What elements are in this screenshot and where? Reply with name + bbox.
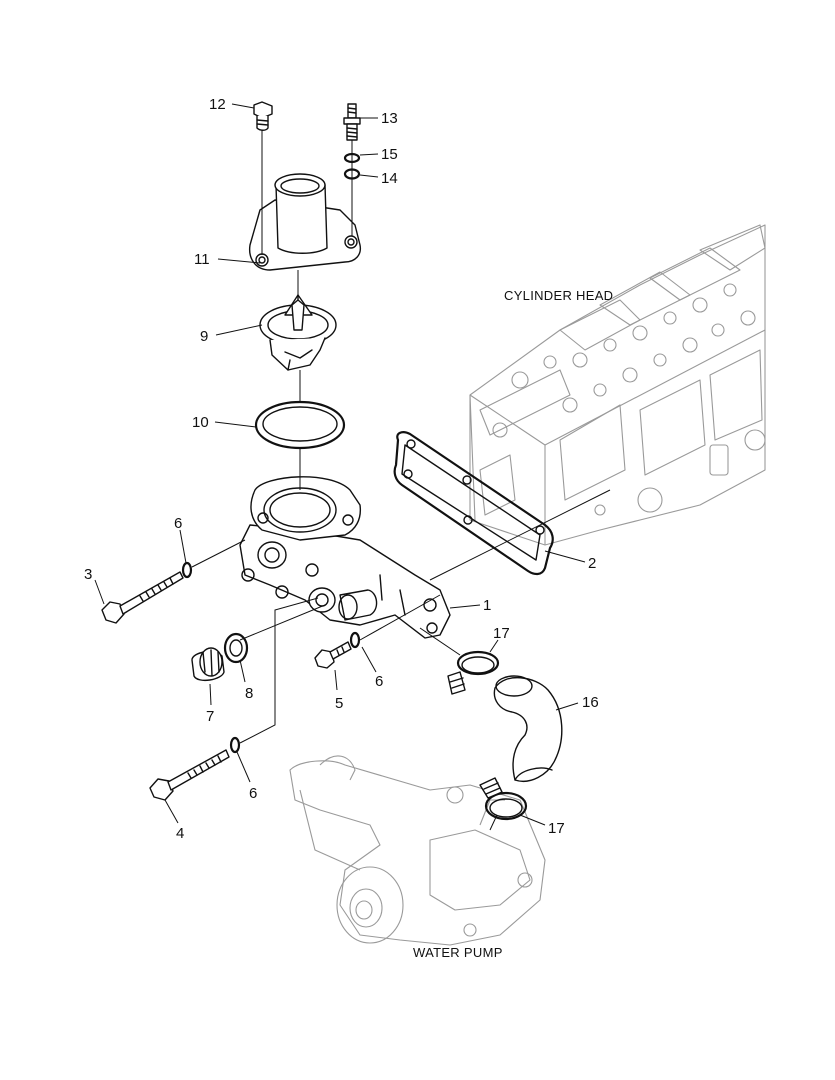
assembly-lines (191, 130, 611, 831)
callout-6-upper: 6 (174, 515, 182, 532)
cylinder-head-drawing (469, 224, 766, 546)
callout-15: 15 (381, 146, 398, 163)
bypass-hose-16-part (493, 675, 563, 782)
bolt-5-part (314, 641, 352, 669)
gasket-part (393, 431, 554, 576)
callout-6-lower: 6 (249, 785, 257, 802)
o-ring-part (254, 400, 346, 450)
callout-numbers: 1 2 3 4 5 6 6 6 7 8 9 10 11 12 13 14 15 … (84, 96, 599, 842)
callout-9: 9 (200, 328, 208, 345)
callout-16: 16 (582, 694, 599, 711)
washer-6-upper-part (181, 561, 193, 579)
callout-14: 14 (381, 170, 398, 187)
callout-2: 2 (588, 555, 596, 572)
callout-17-lower: 17 (548, 820, 565, 837)
thermostat-housing-part (239, 476, 451, 639)
callout-1: 1 (483, 597, 491, 614)
callout-10: 10 (192, 414, 209, 431)
cylinder-head-caption: CYLINDER HEAD (504, 288, 613, 303)
water-outlet-part (248, 173, 362, 271)
washer-6-lower-part (229, 736, 241, 754)
bolt-3-part (101, 571, 184, 624)
callout-leaders (94, 103, 586, 826)
seal-washer-8-part (223, 632, 249, 664)
stud-13-part (343, 103, 361, 141)
callout-3: 3 (84, 566, 92, 583)
bolt-4-part (149, 749, 230, 801)
bolt-12-part (253, 101, 273, 131)
callout-5: 5 (335, 695, 343, 712)
callout-11: 11 (194, 251, 210, 268)
callout-4: 4 (176, 825, 184, 842)
callout-13: 13 (381, 110, 398, 127)
thermostat-part (259, 294, 337, 371)
water-pump-drawing (289, 755, 546, 946)
callout-7: 7 (206, 708, 214, 725)
hose-clamp-17-upper-part (447, 650, 500, 695)
callout-12: 12 (209, 96, 226, 113)
washer-6-middle-part (349, 631, 361, 649)
plug-7-part (191, 647, 225, 682)
callout-8: 8 (245, 685, 253, 702)
callout-6-middle: 6 (375, 673, 383, 690)
hose-clamp-17-lower-part (479, 777, 528, 821)
water-pump-caption: WATER PUMP (413, 945, 503, 960)
callout-17-upper: 17 (493, 625, 510, 642)
